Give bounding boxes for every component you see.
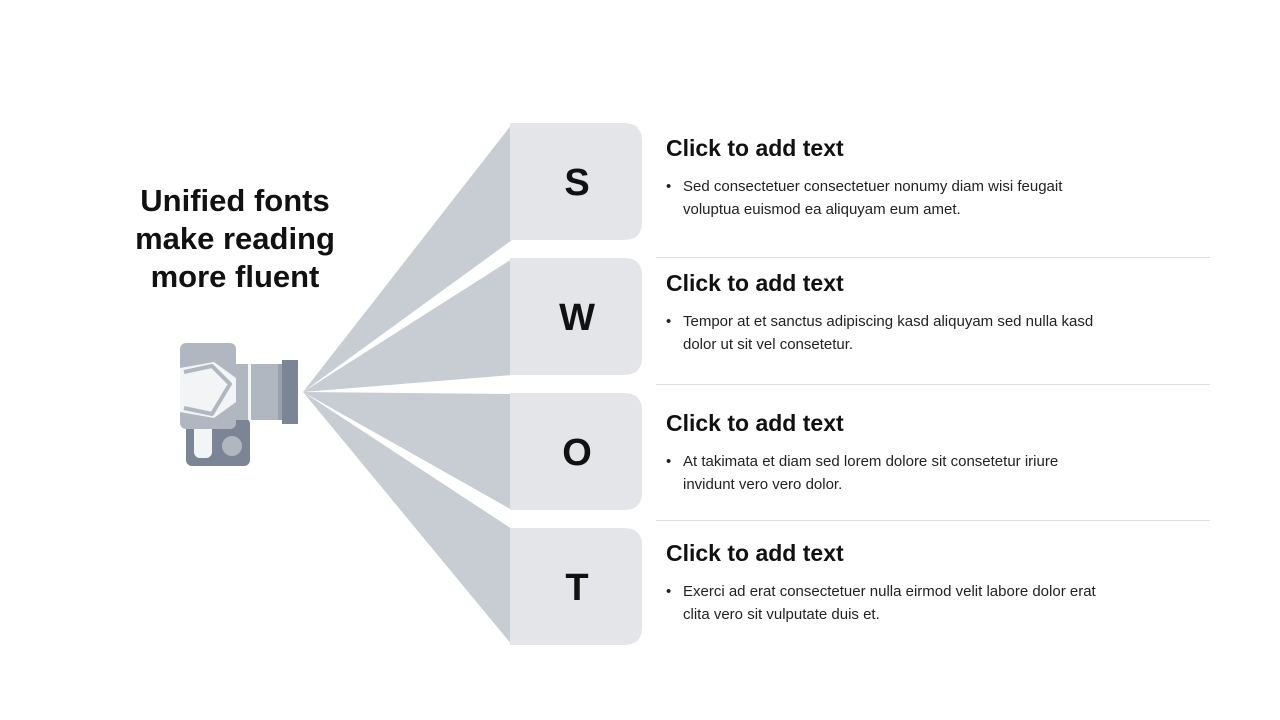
bullet: • (666, 313, 672, 330)
item-body: • At takimata et diam sed lorem dolore s… (666, 450, 1103, 496)
swot-item-w: Click to add text • Tempor at et sanctus… (666, 269, 1206, 356)
bullet: • (666, 453, 672, 470)
beam-s (303, 124, 512, 392)
beam-o (303, 392, 512, 510)
item-body: • Tempor at et sanctus adipiscing kasd a… (666, 310, 1103, 356)
cards (510, 123, 642, 645)
beam-w (303, 259, 512, 392)
divider (656, 520, 1210, 521)
swot-letter-s: S (564, 162, 590, 204)
beams (303, 124, 512, 645)
item-heading[interactable]: Click to add text (666, 410, 844, 436)
swot-item-o: Click to add text • At takimata et diam … (666, 409, 1206, 496)
card-w (510, 258, 642, 375)
item-body-text[interactable]: Exerci ad erat consectetuer nulla eirmod… (683, 583, 1096, 623)
item-body: • Sed consectetuer consectetuer nonumy d… (666, 175, 1103, 221)
item-body-text[interactable]: Tempor at et sanctus adipiscing kasd ali… (683, 313, 1094, 353)
item-body: • Exerci ad erat consectetuer nulla eirm… (666, 580, 1103, 626)
item-heading[interactable]: Click to add text (666, 540, 844, 566)
divider (656, 257, 1210, 258)
swot-item-s: Click to add text • Sed consectetuer con… (666, 134, 1206, 221)
swot-letter-o: O (562, 432, 592, 474)
item-heading[interactable]: Click to add text (666, 270, 844, 296)
card-o (510, 393, 642, 510)
swot-letter-w: W (559, 297, 595, 339)
divider (656, 384, 1210, 385)
swot-letter-t: T (565, 567, 589, 609)
card-t (510, 528, 642, 645)
camera-icon (180, 343, 298, 466)
slide-title: Unified fonts make reading more fluent (135, 183, 335, 294)
beam-t (303, 392, 512, 645)
item-body-text[interactable]: At takimata et diam sed lorem dolore sit… (683, 453, 1059, 493)
bullet: • (666, 583, 672, 600)
card-s (510, 123, 642, 240)
swot-item-t: Click to add text • Exerci ad erat conse… (666, 539, 1206, 626)
item-heading[interactable]: Click to add text (666, 135, 844, 161)
item-body-text[interactable]: Sed consectetuer consectetuer nonumy dia… (683, 178, 1063, 218)
bullet: • (666, 178, 672, 195)
